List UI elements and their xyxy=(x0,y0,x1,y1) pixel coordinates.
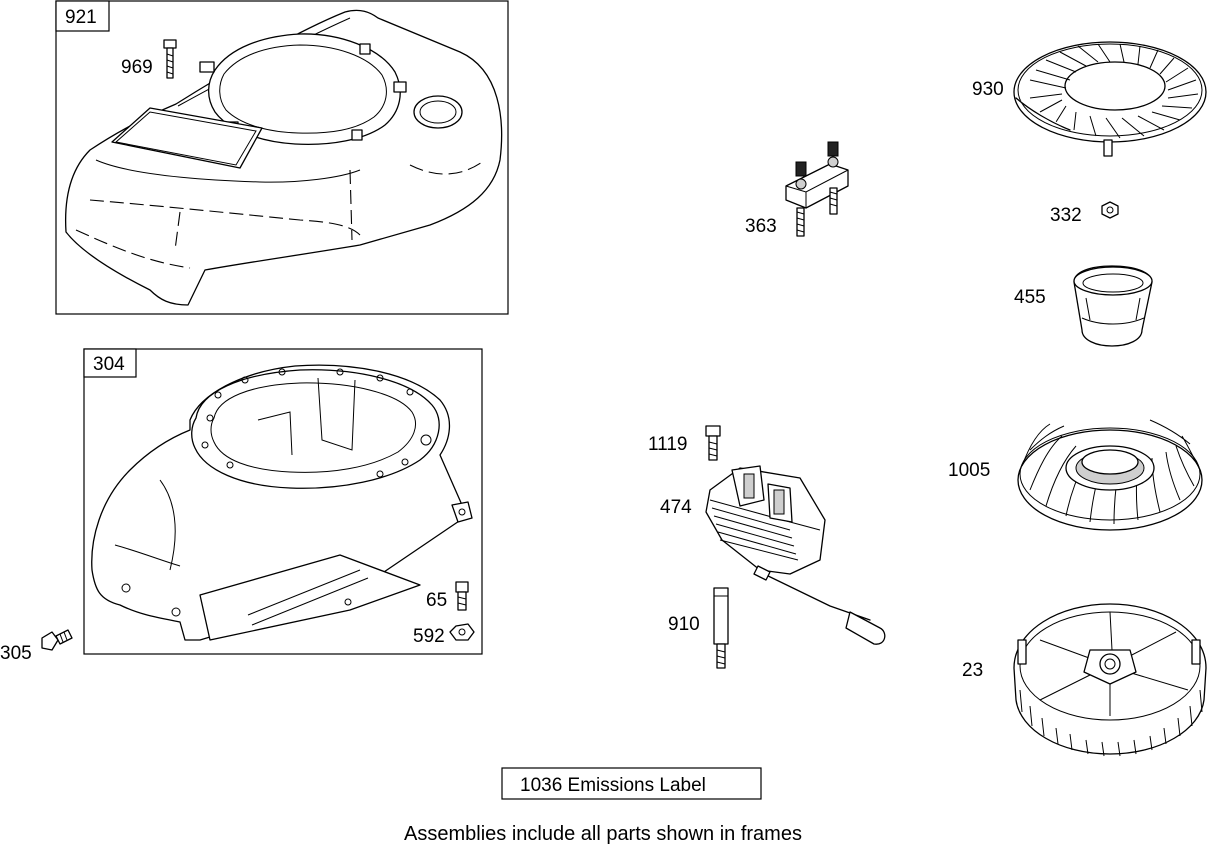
label-363: 363 xyxy=(745,216,777,237)
label-23: 23 xyxy=(962,660,983,681)
label-1119: 1119 xyxy=(648,434,687,455)
armature-474 xyxy=(705,465,886,645)
nut-332 xyxy=(1101,201,1119,219)
spacer-910 xyxy=(713,587,729,669)
screw-65 xyxy=(455,581,469,611)
label-305: 305 xyxy=(0,643,32,664)
emissions-label-text: 1036 Emissions Label xyxy=(520,775,706,796)
label-332: 332 xyxy=(1050,205,1082,226)
footer-note: Assemblies include all parts shown in fr… xyxy=(404,823,802,845)
label-910: 910 xyxy=(668,614,700,635)
label-1005: 1005 xyxy=(948,460,990,481)
label-65: 65 xyxy=(426,590,447,611)
blower-housing-base xyxy=(91,364,473,641)
label-455: 455 xyxy=(1014,287,1046,308)
blower-housing-cover xyxy=(64,9,503,306)
frame-304-label: 304 xyxy=(93,354,125,375)
flywheel-23 xyxy=(1013,603,1207,757)
label-969: 969 xyxy=(121,57,153,78)
emissions-label-box: 1036 Emissions Label xyxy=(501,767,762,800)
label-592: 592 xyxy=(413,626,445,647)
bracket-363 xyxy=(785,141,849,237)
screw-305 xyxy=(41,629,73,651)
starter-cup-455 xyxy=(1073,265,1153,347)
label-474: 474 xyxy=(660,497,692,518)
frame-921-label: 921 xyxy=(65,7,97,28)
nut-592 xyxy=(449,623,475,641)
screen-930 xyxy=(1013,41,1207,157)
screw-969 xyxy=(163,39,177,79)
flywheel-fan-1005 xyxy=(1017,419,1203,531)
label-930: 930 xyxy=(972,79,1004,100)
screw-1119 xyxy=(705,425,721,461)
